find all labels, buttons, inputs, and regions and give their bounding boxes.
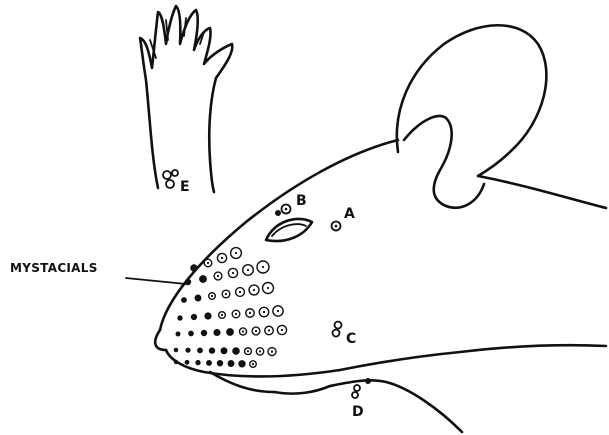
paw-follicle-1: [163, 171, 171, 179]
mystacial-follicle: [186, 348, 190, 352]
mystacial-follicle: [218, 361, 223, 366]
mystacial-follicle: [227, 329, 233, 335]
mystacial-follicle-core: [232, 272, 234, 274]
paw-follicle-2: [172, 170, 178, 176]
mystacial-follicle: [196, 361, 200, 365]
mystacial-follicle: [198, 348, 202, 352]
follicle-group-c: [333, 322, 342, 337]
mystacial-follicle: [192, 315, 197, 320]
mystacial-follicle-core: [247, 350, 249, 352]
mystacial-follicle: [176, 332, 180, 336]
mystacial-follicle-core: [262, 266, 264, 268]
mystacial-follicle-core: [263, 311, 265, 313]
mystacial-follicle-core: [247, 269, 249, 271]
forepaw-drawing: [140, 6, 232, 192]
follicle-group-b: [282, 205, 291, 214]
ear-drawing: [397, 25, 547, 208]
mystacial-follicle-core: [252, 363, 254, 365]
mystacial-follicle-core: [211, 295, 213, 297]
eye-drawing: [266, 210, 312, 241]
mystacial-follicle-core: [259, 350, 261, 352]
mystacials-leader-line: [126, 278, 186, 284]
mystacial-follicle: [178, 316, 182, 320]
mystacial-follicle: [239, 361, 245, 367]
mystacial-follicle: [174, 348, 177, 351]
mystacial-follicle-pad: [174, 248, 286, 368]
label-e: E: [180, 179, 190, 195]
eye-follicle-dot: [275, 210, 281, 216]
mystacial-follicle: [189, 331, 193, 335]
mystacial-follicle: [195, 295, 201, 301]
mystacial-follicle-core: [281, 329, 283, 331]
mystacial-follicle: [185, 361, 189, 365]
mystacial-follicle: [182, 298, 186, 302]
mystacial-follicle-core: [271, 351, 273, 353]
mystacial-follicle: [214, 330, 220, 336]
mystacial-follicle: [233, 348, 239, 354]
mystacial-follicle-core: [277, 310, 279, 312]
mystacial-follicle: [205, 313, 211, 319]
label-c: C: [346, 331, 356, 347]
mystacial-follicle-core: [242, 330, 244, 332]
mystacial-follicle-core: [235, 252, 237, 254]
mystacial-follicle-core: [268, 329, 270, 331]
mystacial-follicle-core: [207, 262, 209, 264]
mystacial-follicle-core: [249, 312, 251, 314]
mystacial-follicle: [228, 361, 234, 367]
mystacial-follicle-core: [255, 330, 257, 332]
mystacial-follicle-core: [221, 314, 223, 316]
paw-follicle-3: [166, 180, 174, 188]
follicle-group-a: [332, 222, 341, 231]
label-b: B: [296, 193, 307, 209]
head-outline: [155, 140, 606, 432]
mystacial-follicle-core: [217, 275, 219, 277]
mystacial-follicle: [207, 361, 212, 366]
mystacial-follicle-core: [225, 293, 227, 295]
mystacial-follicle-core: [235, 313, 237, 315]
mystacial-follicle: [221, 348, 227, 354]
mystacial-follicle-core: [253, 289, 255, 291]
label-mystacials: MYSTACIALS: [10, 261, 98, 275]
mystacial-follicle: [200, 276, 206, 282]
mystacial-follicle: [175, 361, 178, 364]
mystacial-follicle-core: [221, 257, 223, 259]
label-a: A: [344, 206, 355, 222]
mystacial-follicle-core: [239, 291, 241, 293]
label-d: D: [352, 404, 364, 420]
mystacial-follicle: [202, 331, 207, 336]
mystacial-follicle: [210, 348, 215, 353]
mystacial-follicle-core: [267, 287, 269, 289]
mystacial-follicle: [191, 265, 197, 271]
